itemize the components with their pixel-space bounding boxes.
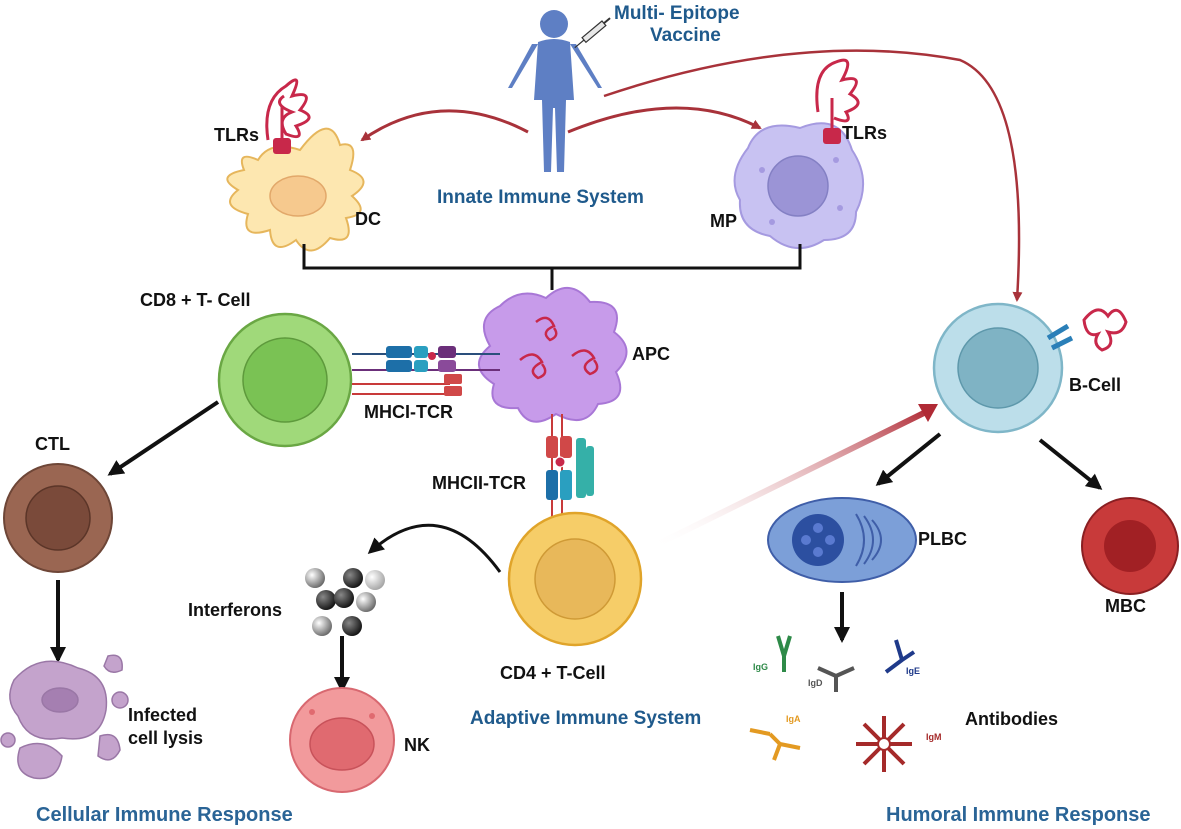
igm-antibody-icon <box>856 716 912 772</box>
syringe-icon <box>574 17 611 49</box>
cd8-t-cell <box>217 312 353 448</box>
tlrs-left-label: TLRs <box>214 125 259 145</box>
cd4-t-cell <box>507 511 643 647</box>
arrow-to-dc <box>360 109 529 142</box>
innate-immune-system-label: Innate Immune System <box>437 187 644 208</box>
lysis-label-line1: Infected <box>128 705 198 725</box>
igg-antibody-icon <box>776 635 792 672</box>
arrow-cd4-to-bcell <box>648 407 932 551</box>
mhci-tcr-label: MHCI-TCR <box>364 402 453 422</box>
arrow-cd4-to-interferons <box>367 523 502 573</box>
tlr-receptor-icon <box>815 58 860 144</box>
nk-label: NK <box>404 735 430 755</box>
tlr-receptor-icon <box>265 78 311 154</box>
antibodies-label: Antibodies <box>965 709 1058 729</box>
vaccine-label-line1: Multi- Epitope <box>614 3 740 24</box>
dc-label: DC <box>355 209 381 229</box>
mhcii-tcr-label: MHCII-TCR <box>432 473 526 493</box>
cellular-immune-response-label: Cellular Immune Response <box>36 804 293 826</box>
arrow-bcell-to-plbc <box>875 432 942 486</box>
adaptive-immune-system-label: Adaptive Immune System <box>470 708 702 729</box>
arrow-cd4-to-bcell-head <box>918 404 938 422</box>
cd8-t-cell-label: CD8 + T- Cell <box>140 290 251 310</box>
b-cell-label: B-Cell <box>1069 375 1122 395</box>
mp-label: MP <box>710 211 737 231</box>
vaccine-label-line2: Vaccine <box>650 25 721 46</box>
mbc-label: MBC <box>1105 596 1146 616</box>
infected-cell-lysis-icon <box>0 654 129 780</box>
mbc-cell <box>1081 497 1179 595</box>
human-figure-icon <box>508 10 602 172</box>
igd-antibody-icon <box>817 666 855 692</box>
nk-cell <box>289 687 395 793</box>
interferons-label: Interferons <box>188 600 283 620</box>
igg-label: IgG <box>753 662 768 672</box>
iga-antibody-icon <box>749 728 801 761</box>
humoral-immune-response-label: Humoral Immune Response <box>886 804 1151 826</box>
tlrs-right-label: TLRs <box>842 123 887 143</box>
arrow-cd8-to-ctl <box>107 400 220 476</box>
innate-bracket <box>302 244 802 290</box>
mhcii-tcr-complex <box>546 414 594 524</box>
cd4-t-cell-label: CD4 + T-Cell <box>500 663 606 683</box>
apc-cell <box>478 287 628 423</box>
ige-label: IgE <box>906 666 921 676</box>
plbc-cell <box>767 497 917 583</box>
ige-antibody-icon <box>884 639 916 674</box>
iga-label: IgA <box>786 714 801 724</box>
macrophage-cell <box>733 122 865 249</box>
apc-label: APC <box>632 344 671 364</box>
ctl-cell <box>3 463 113 573</box>
dendritic-cell <box>226 127 365 252</box>
igd-label: IgD <box>808 678 823 688</box>
arrow-to-mp <box>567 106 762 134</box>
ctl-label: CTL <box>35 434 70 454</box>
arrow-to-bcell <box>603 49 1023 302</box>
mhci-tcr-complex <box>352 346 500 396</box>
interferon-molecules <box>305 568 385 636</box>
igm-label: IgM <box>926 732 942 742</box>
arrow-bcell-to-mbc <box>1038 438 1103 490</box>
b-cell <box>932 302 1064 434</box>
plbc-label: PLBC <box>918 529 967 549</box>
lysis-label-line2: cell lysis <box>128 728 204 748</box>
b-cell-receptor-icon <box>1046 308 1128 352</box>
